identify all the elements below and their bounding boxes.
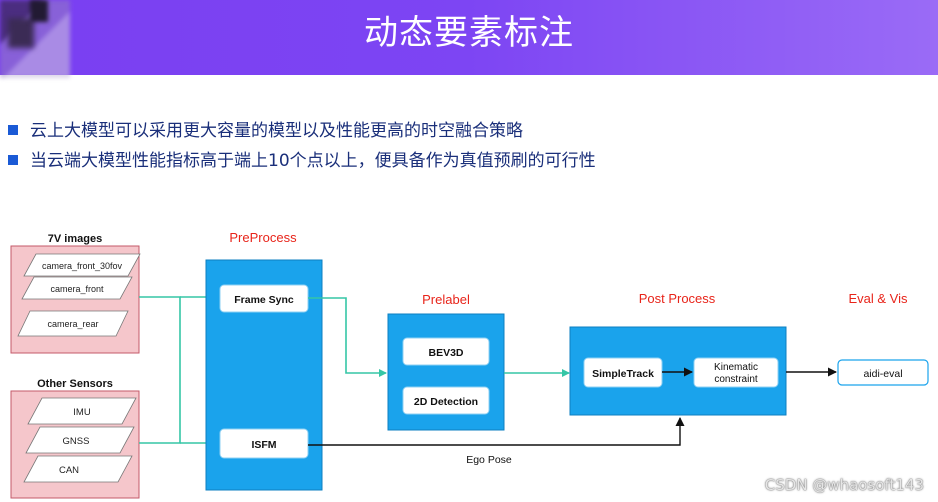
camera-parallelogram <box>23 253 141 277</box>
isfm-box <box>219 428 309 459</box>
kinematic-label-line1: Kinematic <box>714 362 758 373</box>
camera-parallelogram <box>17 310 129 337</box>
camera-parallelogram <box>21 276 133 300</box>
sensors-title: Other Sensors <box>37 378 113 390</box>
simpletrack-label: SimpleTrack <box>592 368 654 380</box>
prelabel-title: Prelabel <box>422 292 470 307</box>
aidi-eval-label: aidi-eval <box>863 368 902 380</box>
camera-label: camera_rear <box>47 319 98 329</box>
bullet-square-icon <box>8 125 18 135</box>
input-bus-line <box>139 296 181 444</box>
frame-sync-label: Frame Sync <box>234 294 294 306</box>
cameras-title: 7V images <box>48 233 102 245</box>
arrow-to-prelabel <box>308 297 387 377</box>
bullet-item: 云上大模型可以采用更大容量的模型以及性能更高的时空融合策略 <box>8 118 596 148</box>
detection-label: 2D Detection <box>414 396 478 408</box>
kinematic-label-line2: constraint <box>714 374 758 385</box>
isfm-label: ISFM <box>251 439 276 451</box>
kinematic-box <box>693 357 779 388</box>
eval-title: Eval & Vis <box>848 291 908 306</box>
postprocess-title: Post Process <box>639 291 716 306</box>
blurred-avatar-part <box>8 18 34 48</box>
watermark: CSDN @whaosoft143 <box>764 476 924 494</box>
bev3d-label: BEV3D <box>428 347 463 359</box>
slide-title: 动态要素标注 <box>364 13 574 53</box>
sensor-label: GNSS <box>63 436 90 447</box>
detection-box <box>402 386 490 415</box>
bullet-text: 云上大模型可以采用更大容量的模型以及性能更高的时空融合策略 <box>30 121 523 141</box>
sensor-parallelogram <box>25 426 135 454</box>
sensor-label: CAN <box>59 465 79 476</box>
sensor-parallelogram <box>27 397 137 425</box>
sensor-label: IMU <box>73 407 91 418</box>
bullet-text: 当云端大模型性能指标高于端上10个点以上，便具备作为真值预刷的可行性 <box>30 151 596 171</box>
camera-label: camera_front <box>50 284 104 294</box>
header-banner: 动态要素标注 <box>0 0 938 78</box>
camera-label: camera_front_30fov <box>42 261 123 271</box>
blurred-avatar-part <box>30 0 48 22</box>
aidi-eval-box <box>837 359 929 386</box>
bullet-square-icon <box>8 155 18 165</box>
preprocess-title: PreProcess <box>229 230 297 245</box>
bev3d-box <box>402 337 490 366</box>
ego-pose-label: Ego Pose <box>466 454 512 466</box>
ego-pose-arrow <box>308 417 685 446</box>
bullet-item: 当云端大模型性能指标高于端上10个点以上，便具备作为真值预刷的可行性 <box>8 148 596 178</box>
sensor-parallelogram <box>23 455 133 483</box>
bullet-list: 云上大模型可以采用更大容量的模型以及性能更高的时空融合策略 当云端大模型性能指标… <box>8 118 596 178</box>
